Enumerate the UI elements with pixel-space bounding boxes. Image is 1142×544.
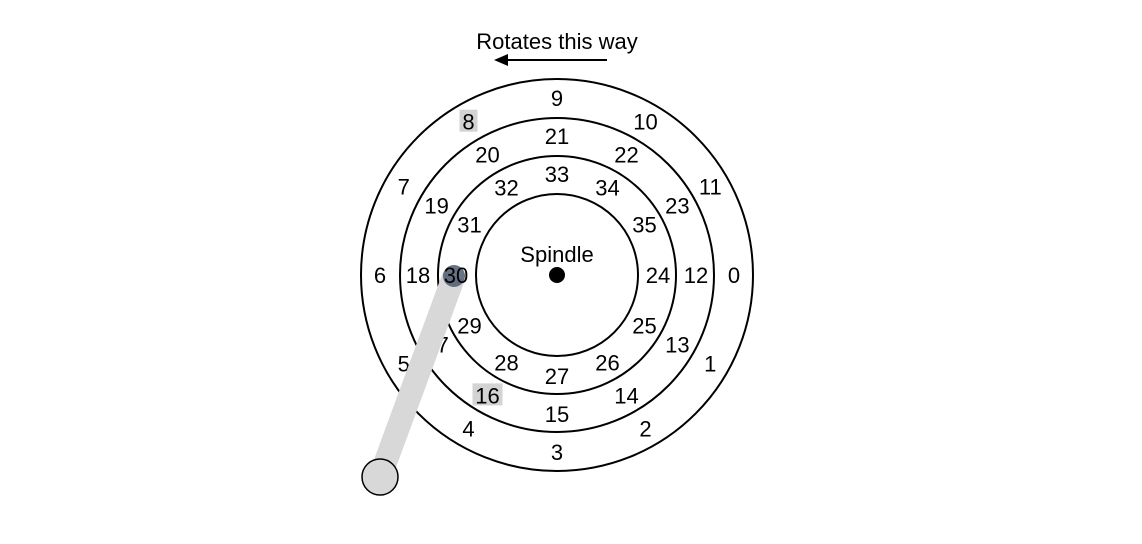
sector-label-14: 14 bbox=[614, 383, 638, 408]
sector-label-13: 13 bbox=[665, 333, 689, 358]
sector-label-0: 0 bbox=[728, 263, 740, 288]
sector-label-7: 7 bbox=[398, 175, 410, 200]
track-boundary-outer-middle bbox=[399, 117, 715, 433]
disk-arm bbox=[369, 272, 465, 481]
sector-label-35: 35 bbox=[632, 213, 656, 238]
sector-label-9: 9 bbox=[551, 86, 563, 111]
sector-label-28: 28 bbox=[494, 351, 518, 376]
disk-platter-edge bbox=[360, 78, 754, 472]
sector-label-31: 31 bbox=[457, 213, 481, 238]
sector-label-4: 4 bbox=[462, 416, 474, 441]
rotation-arrow-head bbox=[494, 54, 508, 66]
sector-label-25: 25 bbox=[632, 314, 656, 339]
sector-highlight bbox=[472, 383, 503, 406]
track-boundary-middle-inner bbox=[437, 155, 677, 395]
sector-label-18: 18 bbox=[406, 263, 430, 288]
sector-label-2: 2 bbox=[639, 416, 651, 441]
read-write-head bbox=[443, 265, 465, 287]
sector-label-6: 6 bbox=[374, 263, 386, 288]
sector-label-1: 1 bbox=[704, 352, 716, 377]
sector-label-10: 10 bbox=[633, 110, 657, 135]
sector-label-12: 12 bbox=[684, 263, 708, 288]
sector-label-21: 21 bbox=[545, 124, 569, 149]
sector-label-20: 20 bbox=[475, 143, 499, 168]
head-sector-label-layer: 30 bbox=[444, 263, 468, 288]
sector-label-33: 33 bbox=[545, 162, 569, 187]
sector-label-3: 3 bbox=[551, 440, 563, 465]
sector-label-23: 23 bbox=[665, 194, 689, 219]
sector-label-32: 32 bbox=[494, 176, 518, 201]
highlight-layer bbox=[459, 109, 503, 406]
rotation-direction-label: Rotates this way bbox=[476, 29, 637, 54]
sector-label-5: 5 bbox=[398, 352, 410, 377]
sector-label-22: 22 bbox=[614, 143, 638, 168]
sector-label-34: 34 bbox=[595, 176, 619, 201]
sector-label-16: 16 bbox=[475, 383, 499, 408]
arm-pivot bbox=[361, 458, 399, 496]
sector-label-19: 19 bbox=[424, 194, 448, 219]
sector-label-15: 15 bbox=[545, 402, 569, 427]
sector-label-30: 30 bbox=[444, 263, 468, 288]
spindle-dot bbox=[549, 267, 565, 283]
sector-label-8: 8 bbox=[462, 110, 474, 135]
sector-label-11: 11 bbox=[699, 175, 722, 200]
sector-label-26: 26 bbox=[595, 351, 619, 376]
sector-highlight bbox=[459, 109, 478, 132]
spindle-label: Spindle bbox=[520, 242, 593, 267]
sector-label-27: 27 bbox=[545, 364, 569, 389]
sector-label-29: 29 bbox=[457, 314, 481, 339]
sector-label-24: 24 bbox=[646, 263, 670, 288]
sector-labels: 0123456789101112131415161718192021222324… bbox=[374, 86, 740, 465]
spindle-hub bbox=[475, 193, 639, 357]
